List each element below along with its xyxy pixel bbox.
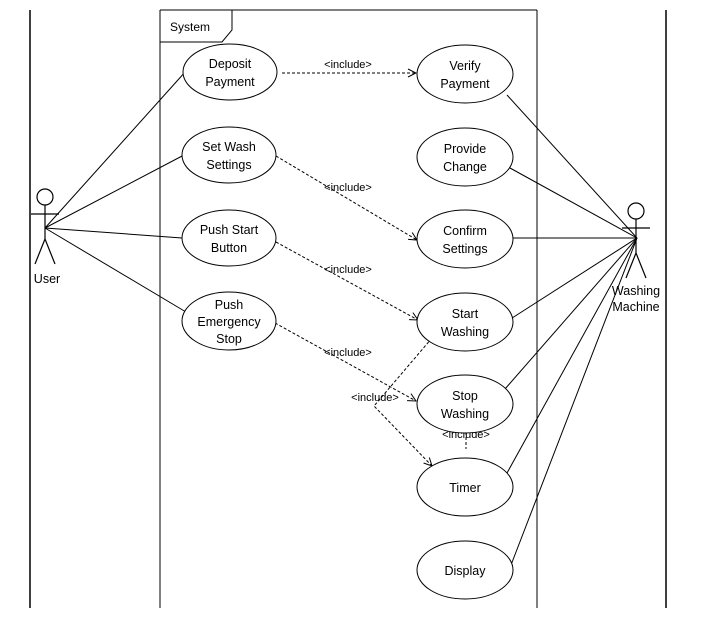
svg-text:Verify: Verify bbox=[449, 59, 481, 73]
use-case-verify-payment: Verify Payment bbox=[416, 44, 514, 104]
use-case-push-start-button: Push Start Button bbox=[181, 209, 277, 267]
svg-text:Emergency: Emergency bbox=[197, 315, 261, 329]
svg-text:Start: Start bbox=[452, 307, 479, 321]
include-arrow-start-startwashing bbox=[275, 241, 418, 320]
svg-text:Push: Push bbox=[215, 298, 244, 312]
use-case-display: Display bbox=[416, 540, 514, 600]
svg-text:Settings: Settings bbox=[206, 158, 251, 172]
svg-text:Stop: Stop bbox=[216, 332, 242, 346]
svg-text:Button: Button bbox=[211, 241, 247, 255]
use-case-stop-washing: Stop Washing bbox=[416, 374, 514, 434]
include-arrow-settings-confirm bbox=[275, 155, 417, 240]
include-arrow-startwashing-timer bbox=[373, 337, 432, 466]
use-case-confirm-settings: Confirm Settings bbox=[416, 209, 514, 269]
svg-text:Payment: Payment bbox=[440, 77, 490, 91]
include-labels: <include> <include> <include> <include> … bbox=[324, 59, 490, 441]
include-label-1: <include> bbox=[324, 59, 372, 71]
system-label: System bbox=[170, 20, 210, 34]
svg-text:Stop: Stop bbox=[452, 389, 478, 403]
stick-figure-icon bbox=[622, 202, 650, 279]
use-case-timer: Timer bbox=[416, 457, 514, 517]
include-label-2: <include> bbox=[324, 182, 372, 194]
washing-machine-label-line2: Machine bbox=[612, 300, 659, 314]
stick-figure-icon bbox=[31, 188, 59, 265]
system-tab bbox=[160, 9, 233, 43]
include-label-5: <include> bbox=[351, 392, 399, 404]
use-case-push-emergency-stop: Push Emergency Stop bbox=[181, 291, 277, 351]
include-arrow-emergency-stopwashing bbox=[274, 322, 416, 401]
include-relations bbox=[274, 73, 467, 466]
svg-text:Settings: Settings bbox=[442, 242, 487, 256]
svg-text:Display: Display bbox=[445, 564, 487, 578]
svg-text:Provide: Provide bbox=[444, 142, 486, 156]
svg-text:Deposit: Deposit bbox=[209, 57, 252, 71]
user-actor-label: User bbox=[34, 272, 60, 286]
svg-text:Confirm: Confirm bbox=[443, 224, 487, 238]
use-case-set-wash-settings: Set Wash Settings bbox=[181, 126, 277, 184]
include-label-4: <include> bbox=[324, 347, 372, 359]
use-case-provide-change: Provide Change bbox=[416, 127, 514, 187]
svg-text:Change: Change bbox=[443, 160, 487, 174]
user-actor: User bbox=[31, 188, 60, 286]
use-case-deposit-payment: Deposit Payment bbox=[182, 43, 278, 101]
system-boundary: System bbox=[159, 9, 538, 608]
svg-text:Payment: Payment bbox=[205, 75, 255, 89]
machine-associations bbox=[504, 94, 638, 566]
svg-text:Set Wash: Set Wash bbox=[202, 140, 256, 154]
washing-machine-actor: Washing Machine bbox=[612, 202, 660, 314]
use-case-start-washing: Start Washing bbox=[416, 292, 514, 352]
svg-text:Washing: Washing bbox=[441, 325, 489, 339]
washing-machine-label-line1: Washing bbox=[612, 284, 660, 298]
svg-text:Timer: Timer bbox=[449, 481, 480, 495]
svg-text:Push Start: Push Start bbox=[200, 223, 259, 237]
svg-text:Washing: Washing bbox=[441, 407, 489, 421]
include-label-3: <include> bbox=[324, 264, 372, 276]
user-associations bbox=[44, 70, 187, 313]
